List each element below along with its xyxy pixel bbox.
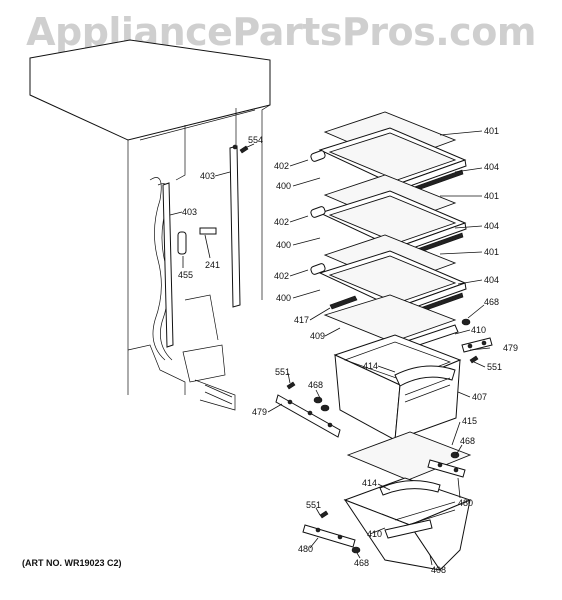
callout-409: 409	[310, 331, 325, 341]
callout-410: 410	[471, 325, 486, 335]
callout-402: 402	[274, 271, 289, 281]
callout-404: 404	[484, 275, 499, 285]
callout-480: 480	[458, 498, 473, 508]
callout-labels: 401 404 401 404 401 404 402 400 402 400 …	[178, 126, 518, 575]
art-number: (ART NO. WR19023 C2)	[22, 558, 122, 568]
lower-drawer	[343, 477, 472, 571]
callout-400: 400	[276, 181, 291, 191]
drawer-slide-right	[461, 318, 493, 364]
upper-drawer	[333, 334, 462, 441]
callout-407: 407	[472, 392, 487, 402]
callout-479: 479	[503, 343, 518, 353]
callout-400: 400	[276, 240, 291, 250]
callout-455: 455	[178, 270, 193, 280]
callout-468: 468	[354, 558, 369, 568]
callout-402: 402	[274, 217, 289, 227]
lower-slide-left	[302, 510, 361, 554]
drawer-slide-left	[275, 381, 341, 438]
callout-480: 480	[298, 544, 313, 554]
lower-crisper-cover	[346, 431, 472, 481]
callout-404: 404	[484, 162, 499, 172]
callout-410: 410	[367, 529, 382, 539]
callout-400: 400	[276, 293, 291, 303]
callout-241: 241	[205, 260, 220, 270]
callout-551: 551	[487, 362, 502, 372]
callout-401: 401	[484, 247, 499, 257]
lower-slide-right	[427, 451, 466, 478]
callout-551: 551	[306, 500, 321, 510]
callout-414: 414	[363, 361, 378, 371]
callout-403: 403	[200, 171, 215, 181]
callout-401: 401	[484, 126, 499, 136]
callout-417: 417	[294, 315, 309, 325]
callout-414: 414	[362, 478, 377, 488]
callout-551: 551	[275, 367, 290, 377]
callout-554: 554	[248, 135, 263, 145]
callout-468: 468	[460, 436, 475, 446]
callout-404: 404	[484, 221, 499, 231]
callout-468: 468	[484, 297, 499, 307]
cabinet-drawing	[29, 39, 271, 411]
callout-415: 415	[462, 416, 477, 426]
callout-401: 401	[484, 191, 499, 201]
callout-402: 402	[274, 161, 289, 171]
callout-403: 403	[182, 207, 197, 217]
shelf-assembly-1	[310, 111, 467, 197]
callout-479: 479	[252, 407, 267, 417]
callout-408: 408	[431, 565, 446, 575]
leader-lines	[169, 130, 491, 566]
callout-468: 468	[308, 380, 323, 390]
